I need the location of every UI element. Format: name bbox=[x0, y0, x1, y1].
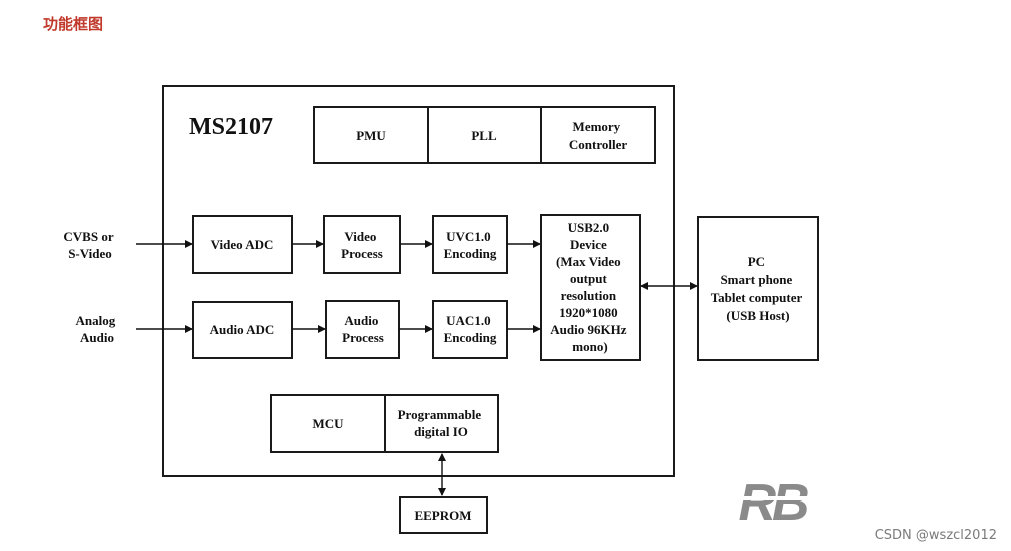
video-adc-block bbox=[192, 215, 293, 274]
programmable-io-label: Programmable digital IO bbox=[398, 407, 485, 439]
mcu-block bbox=[270, 394, 386, 453]
usb-device-label: USB2.0 Device (Max Video output resoluti… bbox=[550, 220, 629, 354]
mcu-label: MCU bbox=[312, 416, 344, 431]
memory-controller-label: Memory Controller bbox=[569, 119, 627, 152]
audio-process-label: Audio Process bbox=[342, 313, 384, 345]
audio-adc-block bbox=[192, 301, 293, 359]
video-process-label: Video Process bbox=[341, 229, 383, 261]
chip-name: MS2107 bbox=[189, 114, 273, 140]
usb-host-block bbox=[697, 216, 819, 361]
uvc-encoding-block bbox=[432, 215, 508, 274]
eeprom-block bbox=[399, 496, 488, 534]
video-process-block bbox=[323, 215, 401, 274]
pll-label: PLL bbox=[471, 128, 497, 143]
pmu-label: PMU bbox=[356, 128, 386, 143]
video-input-label: CVBS or S-Video bbox=[63, 229, 116, 261]
memory-controller-block bbox=[540, 106, 656, 164]
pmu-block bbox=[313, 106, 429, 164]
eeprom-label: EEPROM bbox=[414, 508, 471, 523]
page-heading: 功能框图 bbox=[43, 15, 104, 33]
svg-text:RB: RB bbox=[738, 474, 808, 532]
programmable-io-block bbox=[384, 394, 499, 453]
uac-encoding-block bbox=[432, 300, 508, 359]
usb-host-label: PC Smart phone Tablet computer (USB Host… bbox=[711, 254, 806, 323]
csdn-watermark: CSDN @wszcl2012 bbox=[874, 528, 997, 543]
uac-encoding-label: UAC1.0 Encoding bbox=[444, 313, 497, 345]
uvc-encoding-label: UVC1.0 Encoding bbox=[444, 229, 497, 261]
audio-input-label: Analog Audio bbox=[76, 313, 119, 345]
audio-adc-label: Audio ADC bbox=[210, 322, 275, 337]
rb-logo: RB bbox=[736, 474, 816, 532]
video-adc-label: Video ADC bbox=[211, 237, 274, 252]
